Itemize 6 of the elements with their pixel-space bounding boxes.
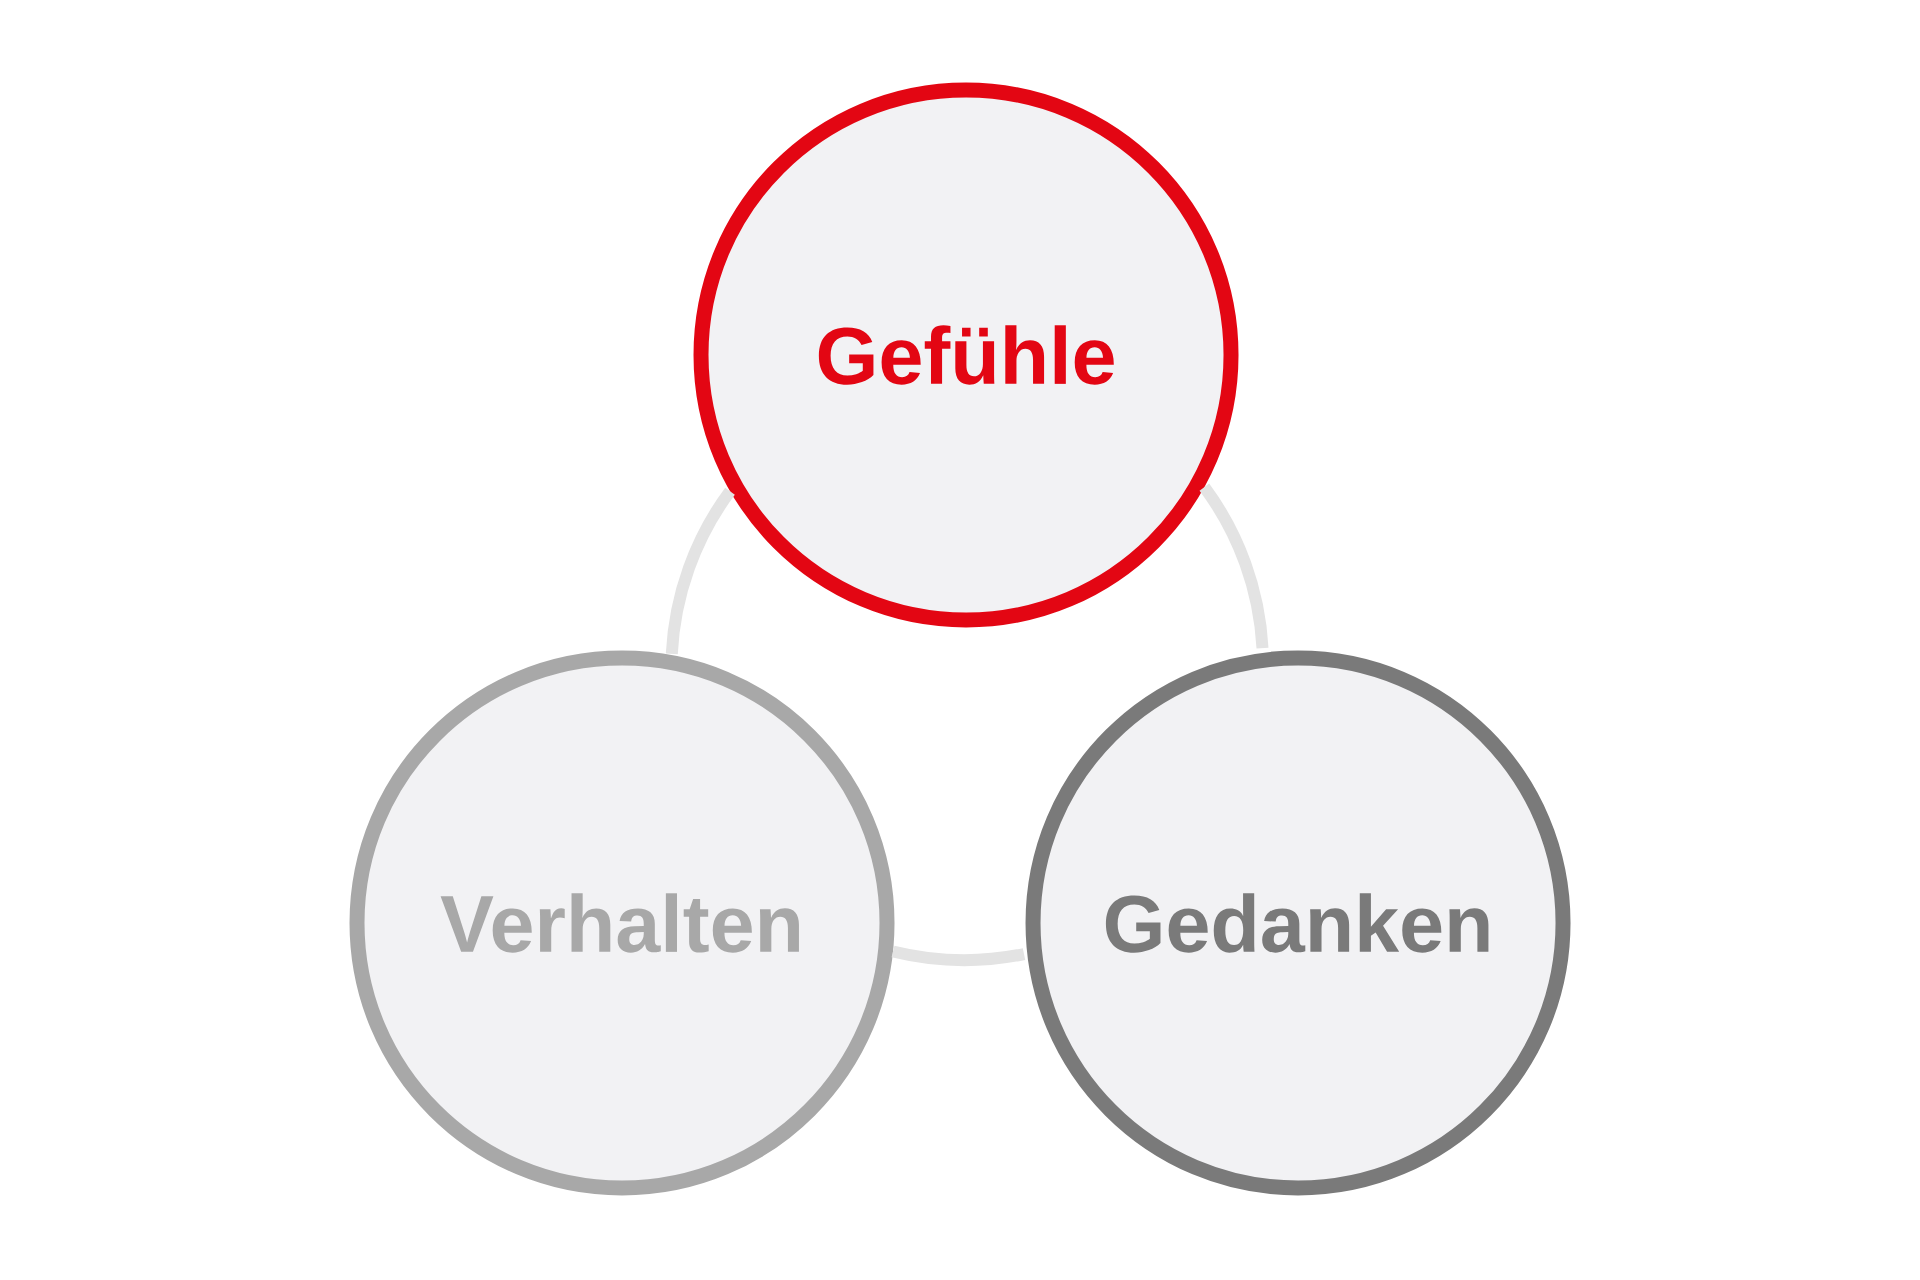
circle-node: Verhalten bbox=[349, 650, 895, 1196]
connector-arc bbox=[665, 487, 735, 655]
connector-arc bbox=[1199, 483, 1269, 649]
connector-arc bbox=[891, 945, 1026, 967]
circle-node: Gedanken bbox=[1025, 650, 1571, 1196]
circle-node: Gefühle bbox=[693, 82, 1239, 628]
